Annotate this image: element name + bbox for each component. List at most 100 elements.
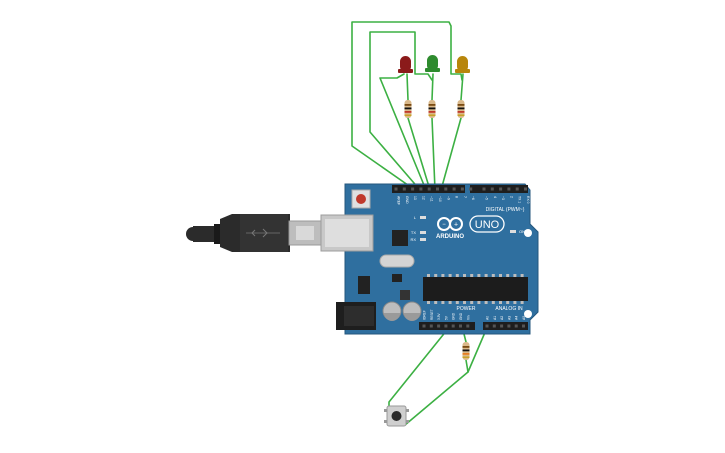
resistor-icon: [457, 100, 465, 118]
power-jack[interactable]: [336, 302, 376, 330]
led-green[interactable]: [425, 55, 440, 72]
reset-button[interactable]: [351, 189, 371, 209]
ic-pin: [448, 301, 452, 304]
header-pin[interactable]: [460, 187, 464, 191]
header-pin[interactable]: [524, 187, 527, 191]
digital-pin-label: 12: [421, 196, 425, 200]
wire-pulldown-a0[interactable]: [404, 329, 487, 426]
header-pin[interactable]: [419, 187, 423, 191]
ic-pin: [513, 274, 517, 277]
wire-green-led[interactable]: [369, 31, 433, 191]
on-label: ON: [519, 229, 525, 234]
mount-hole: [524, 310, 532, 318]
wire-red-led[interactable]: [379, 73, 427, 191]
power-pin-label: 5V: [444, 315, 448, 320]
rx-label: RX: [410, 237, 416, 242]
ic-pin: [491, 301, 495, 304]
ic-pin: [513, 301, 517, 304]
header-pin[interactable]: [451, 324, 455, 328]
ic-pin: [499, 301, 502, 304]
header-pin[interactable]: [492, 324, 496, 328]
header-pin[interactable]: [507, 187, 511, 191]
power-pin-label: IOREF: [423, 310, 427, 320]
resistor-2[interactable]: [428, 100, 436, 118]
capacitor: [402, 301, 422, 321]
analog-pin-label: A3: [507, 316, 511, 320]
analog-header-label: ANALOG IN: [495, 306, 523, 312]
header-pin[interactable]: [500, 324, 504, 328]
wire-button-5v[interactable]: [388, 329, 448, 413]
header-pin[interactable]: [514, 324, 518, 328]
analog-pin-label: A0: [486, 316, 490, 320]
ic-pin: [520, 301, 524, 304]
header-pin[interactable]: [444, 187, 448, 191]
small-chip: [392, 274, 402, 282]
header-pin[interactable]: [515, 187, 519, 191]
resistor-pulldown[interactable]: [462, 342, 470, 360]
ic-pin: [470, 301, 474, 304]
ic-pin: [448, 274, 452, 277]
header-pin[interactable]: [482, 187, 486, 191]
power-pin-label: Vin: [466, 315, 470, 320]
ic-pin: [455, 301, 459, 304]
digital-pin-label: ~5: [485, 196, 489, 200]
wire-resistor-1[interactable]: [407, 117, 431, 191]
usb-cable[interactable]: [186, 214, 322, 252]
ic-pin: [484, 274, 488, 277]
digital-pin-label: GND: [405, 196, 409, 204]
model-badge: [469, 215, 505, 233]
analog-header[interactable]: [483, 322, 528, 330]
header-pin[interactable]: [436, 187, 439, 191]
wire-amber-led[interactable]: [351, 21, 463, 191]
resistor-icon: [404, 100, 412, 118]
header-pin[interactable]: [429, 324, 433, 328]
header-pin[interactable]: [490, 187, 494, 191]
digital-pin-label: RX 0: [526, 196, 530, 204]
pushbutton[interactable]: [384, 405, 409, 427]
header-pin[interactable]: [437, 324, 441, 328]
header-pin[interactable]: [466, 324, 470, 328]
tx-label: TX: [411, 230, 416, 235]
digital-pin-label: 4: [493, 196, 497, 198]
digital-pin-label: ~11: [430, 196, 434, 202]
led-amber[interactable]: [455, 56, 470, 73]
digital-pin-label: 13: [413, 196, 417, 200]
header-pin[interactable]: [422, 324, 426, 328]
digital-header-label: DIGITAL (PWM~): [486, 207, 525, 213]
header-pin[interactable]: [427, 187, 431, 191]
wire-resistor-3[interactable]: [440, 117, 462, 191]
digital-pin-label: 7: [463, 196, 467, 198]
usb-port[interactable]: [320, 214, 374, 252]
resistor-1[interactable]: [404, 100, 412, 118]
digital-pin-label: ~9: [446, 196, 450, 200]
digital-header[interactable]: [392, 185, 528, 193]
wire-led-green-leg: [431, 73, 434, 101]
ic-pin: [499, 274, 502, 277]
header-pin[interactable]: [459, 324, 462, 328]
logo-text: ARDUINO: [436, 234, 464, 240]
resistor-3[interactable]: [457, 100, 465, 118]
header-pin[interactable]: [469, 187, 473, 191]
header-pin[interactable]: [411, 187, 415, 191]
ic-pin: [441, 274, 445, 277]
ic-pin: [434, 274, 438, 277]
header-pin[interactable]: [499, 187, 503, 191]
header-pin[interactable]: [444, 324, 448, 328]
led-red[interactable]: [398, 56, 413, 73]
header-pin[interactable]: [507, 324, 511, 328]
wire-resistor-2[interactable]: [431, 117, 436, 191]
header-pin[interactable]: [402, 187, 406, 191]
header-pin[interactable]: [452, 187, 456, 191]
resistor-icon: [462, 342, 470, 360]
ic-pin: [463, 274, 466, 277]
power-header[interactable]: [419, 322, 475, 330]
header-pin[interactable]: [522, 324, 525, 328]
power-pin-label: GND: [452, 312, 456, 320]
header-pin[interactable]: [485, 324, 489, 328]
header-pin[interactable]: [394, 187, 398, 191]
ic-pin: [455, 274, 459, 277]
digital-pin-label: ~3: [501, 196, 505, 200]
analog-pin-label: A1: [493, 316, 497, 320]
